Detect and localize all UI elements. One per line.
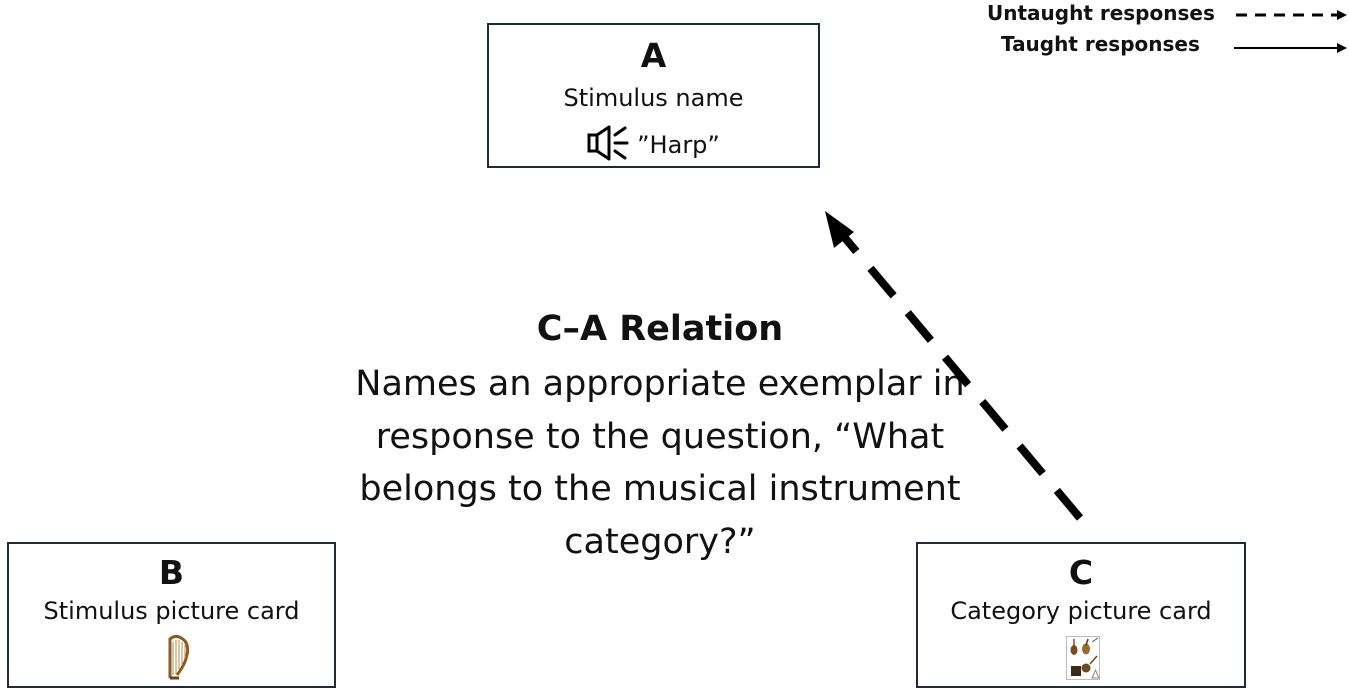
box-b-label: Stimulus picture card <box>43 597 300 625</box>
spoken-name-text: ”Harp” <box>637 131 720 159</box>
box-a-stimulus-name: A Stimulus name ”Harp” <box>487 23 820 168</box>
legend-solid-arrow <box>1234 43 1347 53</box>
legend-taught-label: Taught responses <box>1001 32 1200 56</box>
relation-description: Names an appropriate exemplar in respons… <box>355 364 965 562</box>
legend-untaught-label: Untaught responses <box>987 1 1215 25</box>
speaker-icon <box>587 123 631 167</box>
box-c-category-picture-card: C Category picture card <box>916 542 1246 688</box>
relation-caption: C–A Relation Names an appropriate exempl… <box>340 308 980 568</box>
harp-picture-icon <box>165 633 191 685</box>
musical-instruments-picture-icon <box>1066 636 1100 684</box>
legend-dashed-arrow <box>1236 10 1347 20</box>
box-c-letter: C <box>1068 553 1094 592</box>
box-c-label: Category picture card <box>950 597 1212 625</box>
box-a-label: Stimulus name <box>563 84 744 112</box>
spoken-name-row: ”Harp” <box>489 123 818 167</box>
box-b-letter: B <box>158 553 185 592</box>
box-a-letter: A <box>640 36 667 75</box>
relation-title: C–A Relation <box>536 309 784 349</box>
box-b-stimulus-picture-card: B Stimulus picture card <box>7 542 336 688</box>
